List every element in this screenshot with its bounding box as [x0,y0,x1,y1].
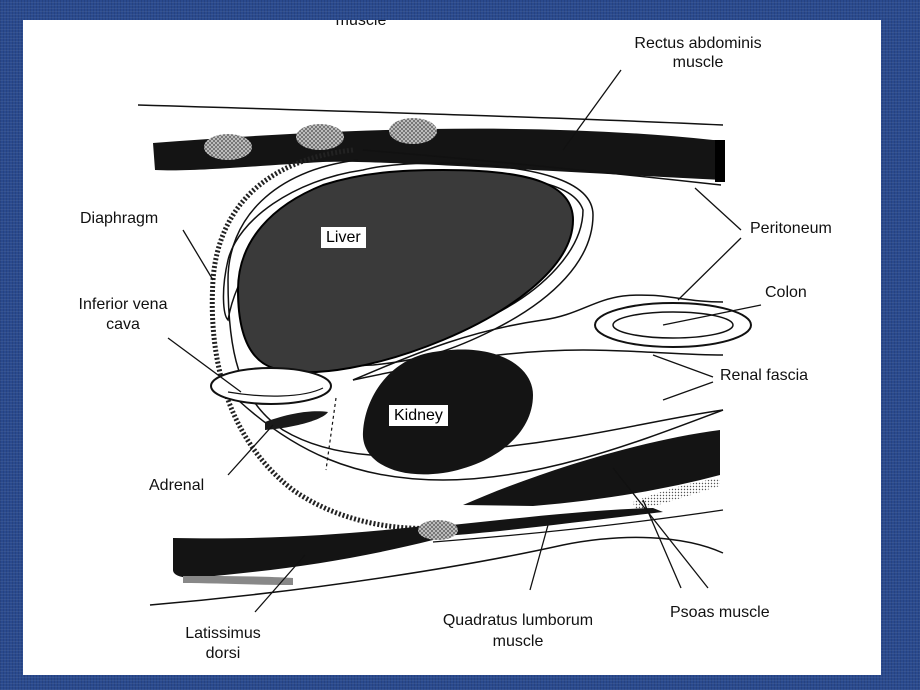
adrenal [265,411,328,430]
label-rectus-line2: muscle [672,54,724,71]
rectus-tendon-end [715,140,725,182]
label-liver: Liver [321,227,366,248]
diaphragm [209,147,434,531]
peritoneum-flank [352,294,724,381]
kidney [362,349,533,475]
leader-quadratus [529,524,549,591]
leader-peritoneum-2 [677,237,742,301]
label-colon: Colon [765,284,807,301]
quadratus-lumborum-muscle [423,508,663,536]
psoas-muscle [463,430,720,506]
label-ivc-line2: cava [106,316,140,333]
rectus-abdominis-muscle [153,128,723,180]
inferior-vena-cava [210,367,332,405]
latissimus-shadow [183,576,293,585]
posterior-muscle-node [418,520,458,540]
leader-ivc [167,337,242,393]
skin-line-bottom [149,536,724,606]
label-rectus-line1: Rectus abdominis [634,35,762,52]
label-peritoneum: Peritoneum [750,220,832,237]
leader-renal-2 [662,381,714,401]
anatomy-figure: muscle Rectus abdominis muscle Diaphragm… [23,20,881,675]
label-top-cut: muscle [335,20,387,29]
anterior-muscle-node-1 [204,134,252,160]
label-ivc-line1: Inferior vena [78,296,168,313]
cross-section-diagram [137,69,762,613]
label-quadratus-line2: muscle [492,633,544,650]
adrenal-dashed-line [325,397,337,471]
ivc-inner-contour [227,387,324,397]
anterior-muscle-node-3 [389,118,437,144]
latissimus-dorsi-muscle [173,525,440,578]
label-quadratus-line1: Quadratus lumborum [442,612,594,629]
psoas-dotted [633,478,720,510]
colon-inner [612,311,734,339]
anterior-muscle-node-2 [296,124,344,150]
leader-renal-1 [652,354,714,378]
leader-lines [167,69,762,613]
label-psoas: Psoas muscle [670,604,770,621]
renal-fascia-posterior [237,399,724,481]
skin-line-top [137,104,724,126]
leader-latissimus [254,554,306,613]
leader-psoas-2 [642,499,682,589]
liver [236,168,575,374]
label-kidney: Kidney [389,405,448,426]
leader-colon [662,304,762,326]
leader-peritoneum-1 [694,187,742,231]
label-latissimus-line2: dorsi [205,645,241,662]
leader-diaphragm-1 [182,229,214,281]
leader-adrenal [227,424,274,476]
label-latissimus-line1: Latissimus [185,625,261,642]
anterior-fascia-line [362,149,722,186]
peritoneum-line [227,159,724,457]
posterior-fascia [432,509,724,543]
leader-psoas-1 [612,467,709,589]
label-renal-fascia: Renal fascia [720,367,809,384]
label-diaphragm: Diaphragm [80,210,159,227]
leader-rectus [562,69,622,151]
label-adrenal: Adrenal [149,477,205,494]
